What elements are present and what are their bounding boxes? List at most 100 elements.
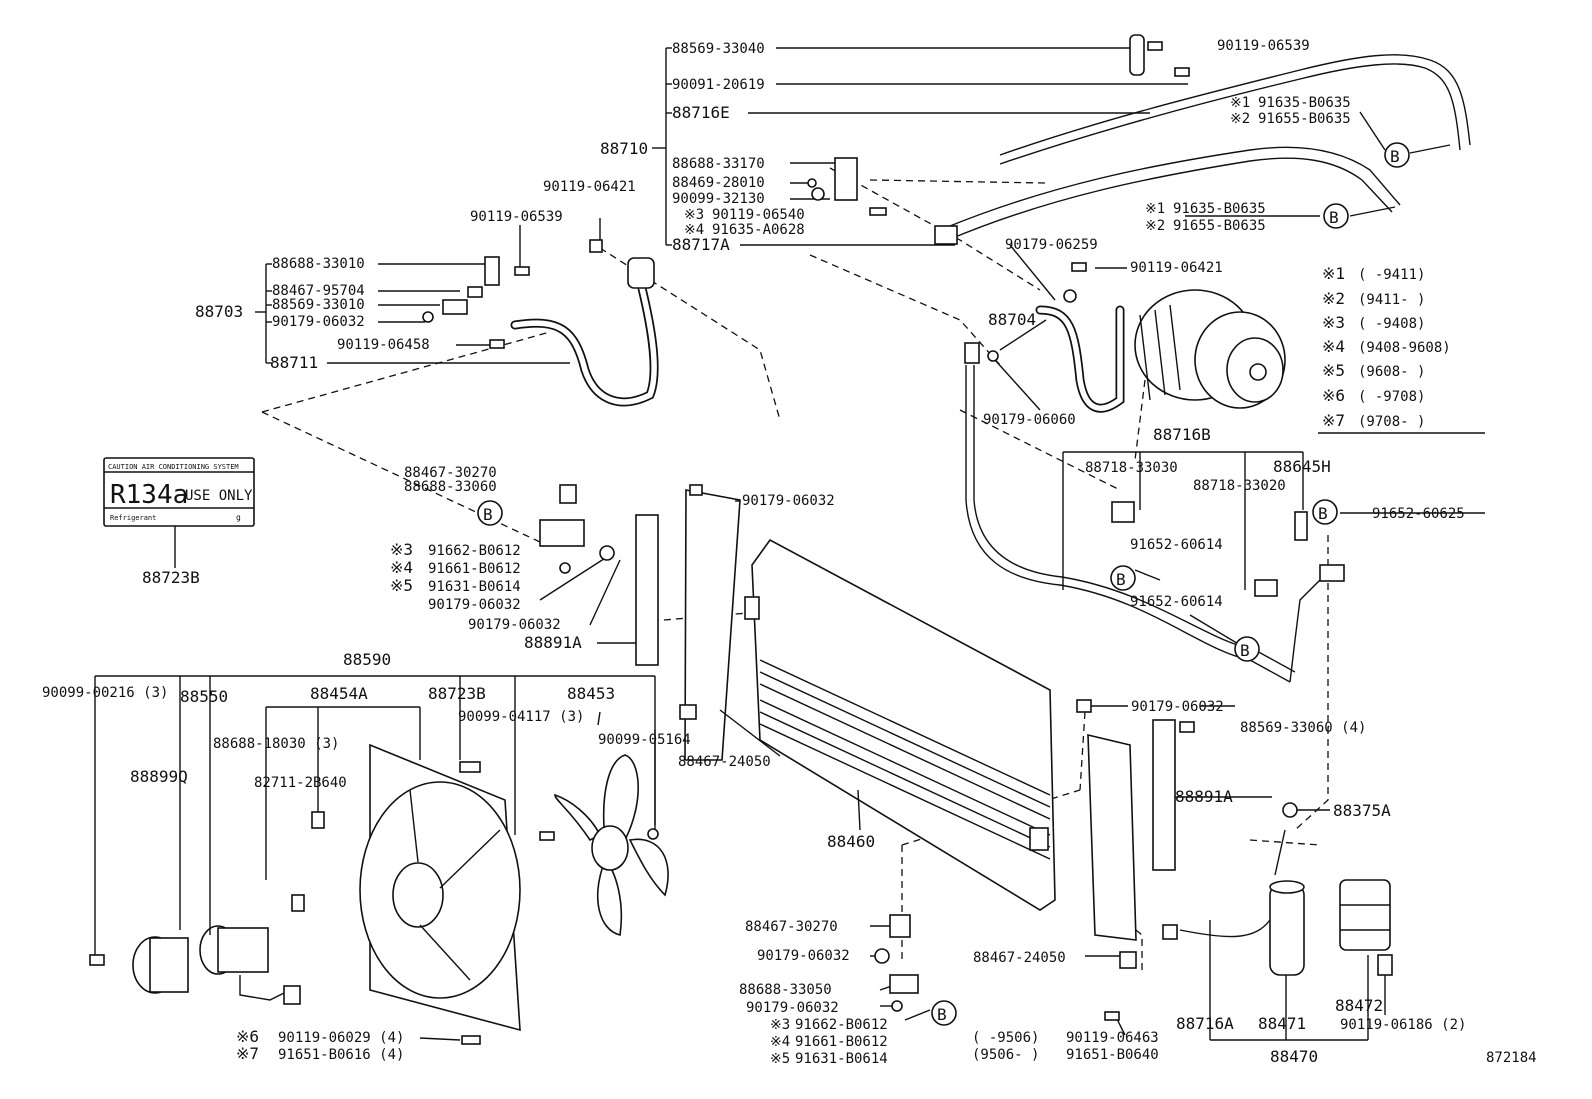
bracket-88891A-left [635,514,659,666]
label-91635-B0635-b: 91635-B0635 [1173,201,1266,217]
label-88716A: 88716A [1176,1014,1234,1033]
legend-mark-1: ※1 [1322,264,1345,283]
callout-b-4: B [1312,499,1338,525]
label-91655-B0635-a: 91655-B0635 [1258,111,1351,127]
label-91661-B0612-a: 91661-B0612 [428,561,521,577]
label-88471: 88471 [1258,1014,1306,1033]
label-90119-06463: 90119-06463 [1066,1030,1159,1046]
label-88454A: 88454A [310,684,368,703]
label-90179-06060: 90179-06060 [983,412,1076,428]
group-88590-leaders [94,451,1369,1041]
hose-88717A [944,146,1401,241]
label-88569-33040: 88569-33040 [672,41,765,57]
label-88550: 88550 [180,687,228,706]
side-panel-right [1087,733,1137,941]
label-90119-06421-b: 90119-06421 [1130,260,1223,276]
label-88688-33010: 88688-33010 [272,256,365,272]
label-90119-06540: 90119-06540 [712,207,805,223]
pipe-88716B [965,365,1321,683]
callout-b-5: B [1110,565,1136,591]
svg-text:B: B [1318,504,1328,523]
mark-1-a: ※1 [1230,95,1250,111]
mark-2-a: ※2 [1230,111,1250,127]
label-90179-06032-e: 90179-06032 [1131,699,1224,715]
label-date-9506a: ( -9506) [972,1030,1039,1046]
label-90099-04117: 90099-04117 (3) [458,709,584,725]
callouts-b: B B B B B B B [477,142,1410,1026]
hose-88711 [510,257,659,407]
label-88716E: 88716E [672,103,730,122]
label-88467-24050-b: 88467-24050 [973,950,1066,966]
legend-range-1: ( -9411) [1358,267,1425,283]
label-88470: 88470 [1270,1047,1318,1066]
label-88467-30270-b: 88467-30270 [745,919,838,935]
label-88467-24050-a: 88467-24050 [678,754,771,770]
label-90179-06032-f: 90179-06032 [757,948,850,964]
label-90119-06539-a: 90119-06539 [470,209,563,225]
label-88723B-a: 88723B [142,568,200,587]
label-90179-06259: 90179-06259 [1005,237,1098,253]
label-date-9506b: (9506- ) [972,1047,1039,1063]
group-88710-leaders [652,47,1188,246]
legend-range-7: (9708- ) [1358,414,1425,430]
svg-text:B: B [1390,147,1400,166]
hose-88716E [999,54,1471,165]
label-90179-06032-c: 90179-06032 [468,617,561,633]
label-90119-06539-b: 90119-06539 [1217,38,1310,54]
label-91651-B0616: 91651-B0616 (4) [278,1047,404,1063]
svg-text:B: B [483,505,493,524]
label-88688-33050: 88688-33050 [739,982,832,998]
legend-range-3: ( -9408) [1358,316,1425,332]
side-panel-left [684,489,741,761]
label-90119-06186: 90119-06186 (2) [1340,1017,1466,1033]
decal-suffix: USE ONLY [185,488,253,504]
label-90119-06458: 90119-06458 [337,337,430,353]
legend-range-4: (9408-9608) [1358,340,1451,356]
label-82711-2B640: 82711-2B640 [254,775,347,791]
mark-4-top: ※4 [684,222,704,238]
legend-mark-6: ※6 [1322,386,1345,405]
label-88645H: 88645H [1273,457,1331,476]
label-90119-06029: 90119-06029 (4) [278,1030,404,1046]
legend-mark-3: ※3 [1322,313,1345,332]
mark-3-bottom: ※3 [770,1017,790,1033]
label-91635-A0628: 91635-A0628 [712,222,805,238]
label-91662-B0612-a: 91662-B0612 [428,543,521,559]
label-88711: 88711 [270,353,318,372]
fan-shroud-88454A [359,743,521,1032]
mark-4-mid: ※4 [390,558,413,577]
mark-6-bottom: ※6 [236,1027,259,1046]
label-88704: 88704 [988,310,1036,329]
label-91662-B0612-b: 91662-B0612 [795,1017,888,1033]
label-88590: 88590 [343,650,391,669]
label-88688-33060: 88688-33060 [404,479,497,495]
date-legend: ※1 ( -9411) ※2 (9411- ) ※3 ( -9408) ※4 (… [1322,264,1451,430]
label-88688-18030: 88688-18030 (3) [213,736,339,752]
label-88469-28010: 88469-28010 [672,175,765,191]
callout-b-3: B [477,500,503,526]
label-90119-06421-a: 90119-06421 [543,179,636,195]
condenser-88460 [751,538,1056,911]
svg-text:B: B [1116,570,1126,589]
label-88891A-a: 88891A [524,633,582,652]
group-88703-leaders [255,263,570,364]
mark-3-mid: ※3 [390,540,413,559]
label-88899Q: 88899Q [130,767,188,786]
callout-b-2: B [1323,203,1349,229]
motor-88550 [199,925,301,1005]
label-91651-B0640: 91651-B0640 [1066,1047,1159,1063]
svg-text:B: B [1240,641,1250,660]
diagram-number: 872184 [1486,1050,1537,1066]
decal-header: CAUTION AIR CONDITIONING SYSTEM [108,463,239,471]
part-labels: 88569-33040 90091-20619 88716E 88710 886… [42,38,1537,1067]
legend-mark-2: ※2 [1322,289,1345,308]
decal-r134a: CAUTION AIR CONDITIONING SYSTEM R134a US… [103,457,255,527]
mark-7-bottom: ※7 [236,1044,259,1063]
label-91655-B0635-b: 91655-B0635 [1173,218,1266,234]
label-88472: 88472 [1335,996,1383,1015]
label-88718-33020: 88718-33020 [1193,478,1286,494]
label-91652-60614-b: 91652-60614 [1130,594,1223,610]
mark-5-bottom: ※5 [770,1051,790,1067]
label-88467-95704: 88467-95704 [272,283,365,299]
